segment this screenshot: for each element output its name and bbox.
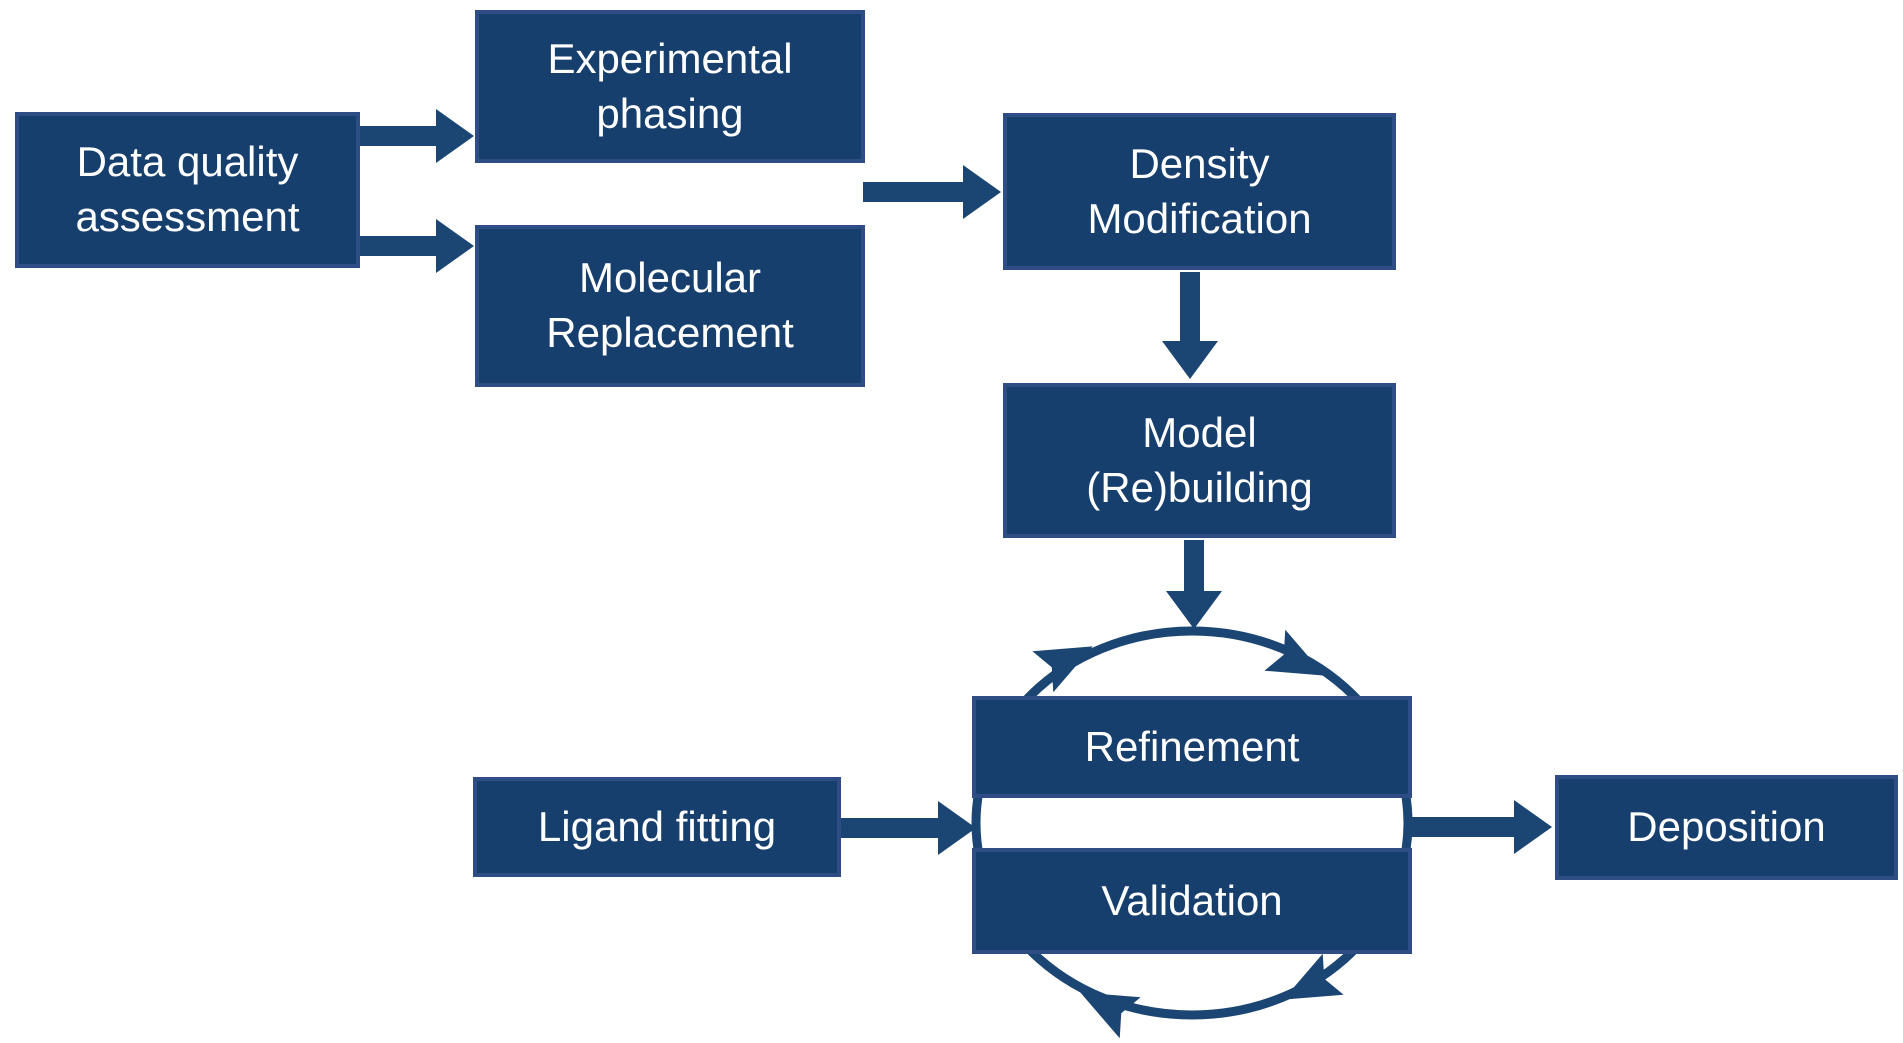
- arrow-phasing-to-density-modification: [863, 165, 1001, 219]
- node-deposition: Deposition: [1555, 775, 1898, 880]
- node-molecular-replacement: Molecular Replacement: [475, 225, 865, 387]
- cycle-arrowhead-bottom-right-icon: [1283, 953, 1344, 1000]
- arrow-data-quality-to-experimental-phasing: [358, 109, 474, 163]
- arrow-model-rebuilding-to-cycle: [1166, 540, 1222, 629]
- cycle-arrowhead-top-right-icon: [1264, 629, 1325, 676]
- arrow-density-modification-to-model-rebuilding: [1162, 272, 1218, 379]
- node-refinement: Refinement: [972, 696, 1412, 798]
- node-experimental-phasing: Experimental phasing: [475, 10, 865, 163]
- arrow-cycle-to-deposition: [1410, 800, 1552, 854]
- arrow-data-quality-to-molecular-replacement: [358, 219, 474, 273]
- node-ligand-fitting: Ligand fitting: [473, 777, 841, 877]
- refinement-validation-cycle-circle: [971, 626, 1413, 1020]
- cycle-arrowhead-bottom-left-icon: [1080, 992, 1141, 1039]
- node-validation: Validation: [972, 848, 1412, 954]
- node-data-quality-assessment: Data quality assessment: [15, 112, 360, 268]
- arrow-ligand-fitting-to-cycle: [841, 801, 976, 855]
- cycle-arrowhead-top-left-icon: [1032, 646, 1093, 693]
- node-density-modification: Density Modification: [1003, 113, 1396, 270]
- node-model-rebuilding: Model (Re)building: [1003, 383, 1396, 538]
